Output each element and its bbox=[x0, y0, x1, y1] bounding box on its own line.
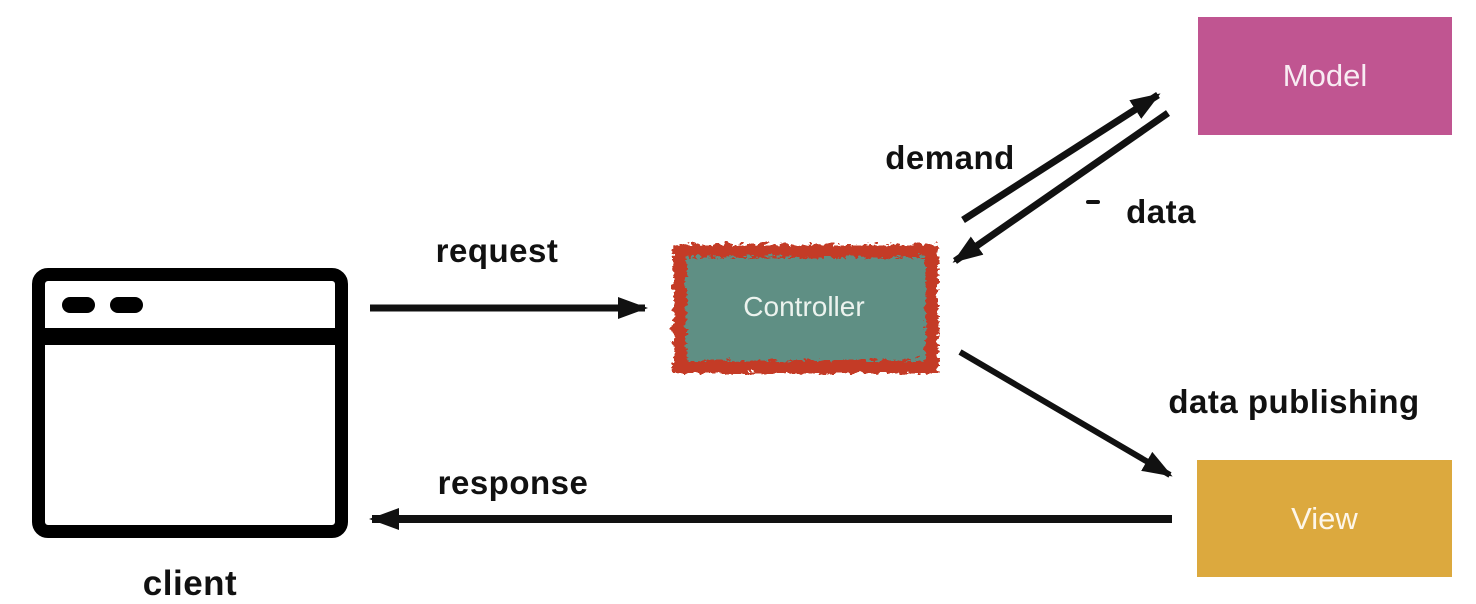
data-arrow bbox=[952, 110, 1170, 264]
request-arrow-label: request bbox=[435, 232, 559, 269]
browser-button-icon bbox=[110, 296, 143, 313]
data-arrow-label: data bbox=[1126, 193, 1196, 230]
data-publishing-arrow bbox=[958, 349, 1173, 478]
view-node: View bbox=[1197, 460, 1452, 577]
demand-arrow-label: demand bbox=[885, 139, 1015, 176]
model-node: Model bbox=[1198, 17, 1452, 135]
client-browser-icon bbox=[32, 268, 348, 538]
view-node-label: View bbox=[1291, 500, 1358, 536]
model-node-label: Model bbox=[1282, 58, 1368, 93]
browser-button-icon bbox=[62, 296, 95, 313]
controller-node-label: Controller bbox=[743, 291, 865, 322]
response-arrow-label: response bbox=[437, 464, 589, 501]
controller-rough-border bbox=[671, 242, 937, 372]
small-dash-mark bbox=[1086, 200, 1100, 204]
data-publishing-arrow-label: data publishing bbox=[1168, 383, 1420, 420]
client-node-label: client bbox=[142, 564, 238, 603]
browser-titlebar bbox=[45, 281, 335, 345]
controller-node: Controller bbox=[668, 239, 940, 375]
